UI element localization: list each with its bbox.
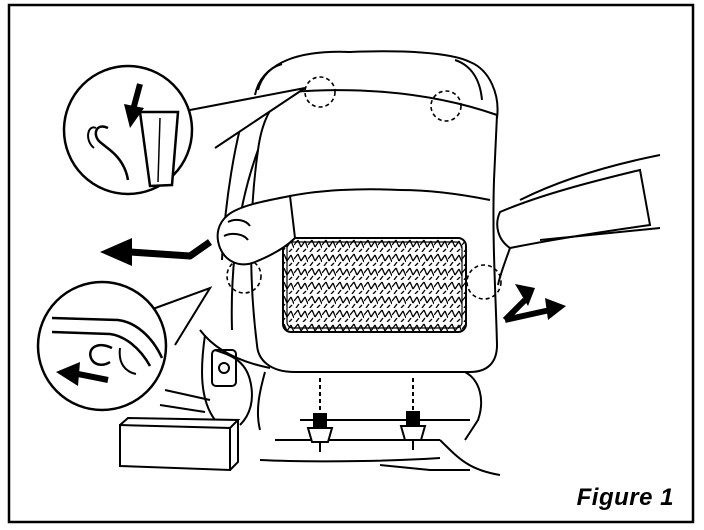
lower-detail-callout [36, 280, 213, 412]
lower-detail-arrow [56, 362, 109, 386]
mesh-pocket [282, 237, 467, 333]
clip-circle-lower-right [466, 264, 502, 300]
figure-caption: Figure 1 [576, 484, 674, 511]
pull-left-arrow [100, 238, 213, 266]
figure-border [7, 3, 695, 524]
bolt-right [399, 378, 427, 450]
upper-detail-callout [62, 64, 306, 196]
lift-right-arrow [502, 284, 566, 323]
clip-circle-right [430, 90, 462, 122]
right-hand [496, 168, 652, 286]
bolt-left [306, 378, 334, 452]
upper-detail-arrow [124, 83, 144, 128]
arm-lines [399, 154, 661, 241]
left-hand [216, 188, 401, 266]
clip-circle-left [304, 76, 336, 108]
seat-base [119, 329, 501, 476]
